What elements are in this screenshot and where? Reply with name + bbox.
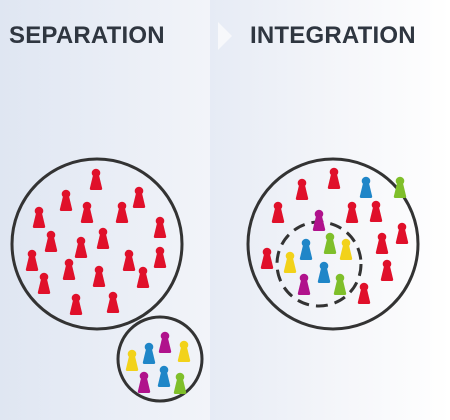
- separation-red-pawn-icon: [115, 201, 129, 223]
- separation-minority-circle: [116, 315, 204, 403]
- integration-yellow-pawn-icon: [283, 251, 297, 273]
- separation-majority-circle: [10, 157, 184, 331]
- separation-title: SEPARATION: [9, 22, 165, 49]
- separation-red-pawn-icon: [89, 168, 103, 190]
- separation-red-pawn-icon: [132, 186, 146, 208]
- integration-blue-pawn-icon: [359, 176, 373, 198]
- separation-red-pawn-icon: [74, 236, 88, 258]
- integration-red-pawn-icon: [380, 259, 394, 281]
- separation-blue-pawn-icon: [142, 342, 156, 364]
- integration-blue-pawn-icon: [317, 261, 331, 283]
- separation-red-pawn-icon: [59, 189, 73, 211]
- integration-yellow-pawn-icon: [339, 238, 353, 260]
- integration-green-pawn-icon: [393, 176, 407, 198]
- arrow-chevron-icon: [218, 22, 232, 50]
- integration-red-pawn-icon: [369, 200, 383, 222]
- separation-yellow-pawn-icon: [177, 340, 191, 362]
- integration-purple-pawn-icon: [297, 273, 311, 295]
- separation-red-pawn-icon: [122, 249, 136, 271]
- integration-green-pawn-icon: [323, 232, 337, 254]
- separation-red-pawn-icon: [37, 272, 51, 294]
- separation-red-pawn-icon: [96, 227, 110, 249]
- separation-red-pawn-icon: [80, 201, 94, 223]
- separation-red-pawn-icon: [69, 293, 83, 315]
- separation-red-pawn-icon: [32, 206, 46, 228]
- integration-red-pawn-icon: [327, 167, 341, 189]
- integration-red-pawn-icon: [375, 232, 389, 254]
- integration-purple-pawn-icon: [312, 209, 326, 231]
- integration-red-pawn-icon: [260, 247, 274, 269]
- separation-blue-pawn-icon: [157, 365, 171, 387]
- separation-purple-pawn-icon: [158, 331, 172, 353]
- integration-green-pawn-icon: [333, 273, 347, 295]
- integration-title: INTEGRATION: [250, 22, 416, 49]
- separation-red-pawn-icon: [92, 265, 106, 287]
- integration-blue-pawn-icon: [299, 238, 313, 260]
- separation-green-pawn-icon: [173, 372, 187, 394]
- separation-red-pawn-icon: [153, 246, 167, 268]
- integration-outer-circle: [246, 157, 420, 331]
- integration-red-pawn-icon: [295, 178, 309, 200]
- separation-yellow-pawn-icon: [125, 349, 139, 371]
- separation-purple-pawn-icon: [137, 371, 151, 393]
- separation-red-pawn-icon: [25, 249, 39, 271]
- separation-red-pawn-icon: [106, 291, 120, 313]
- separation-red-pawn-icon: [62, 258, 76, 280]
- separation-red-pawn-icon: [153, 216, 167, 238]
- separation-red-pawn-icon: [136, 266, 150, 288]
- integration-red-pawn-icon: [345, 201, 359, 223]
- integration-red-pawn-icon: [395, 222, 409, 244]
- separation-red-pawn-icon: [44, 230, 58, 252]
- integration-red-pawn-icon: [357, 282, 371, 304]
- integration-red-pawn-icon: [271, 201, 285, 223]
